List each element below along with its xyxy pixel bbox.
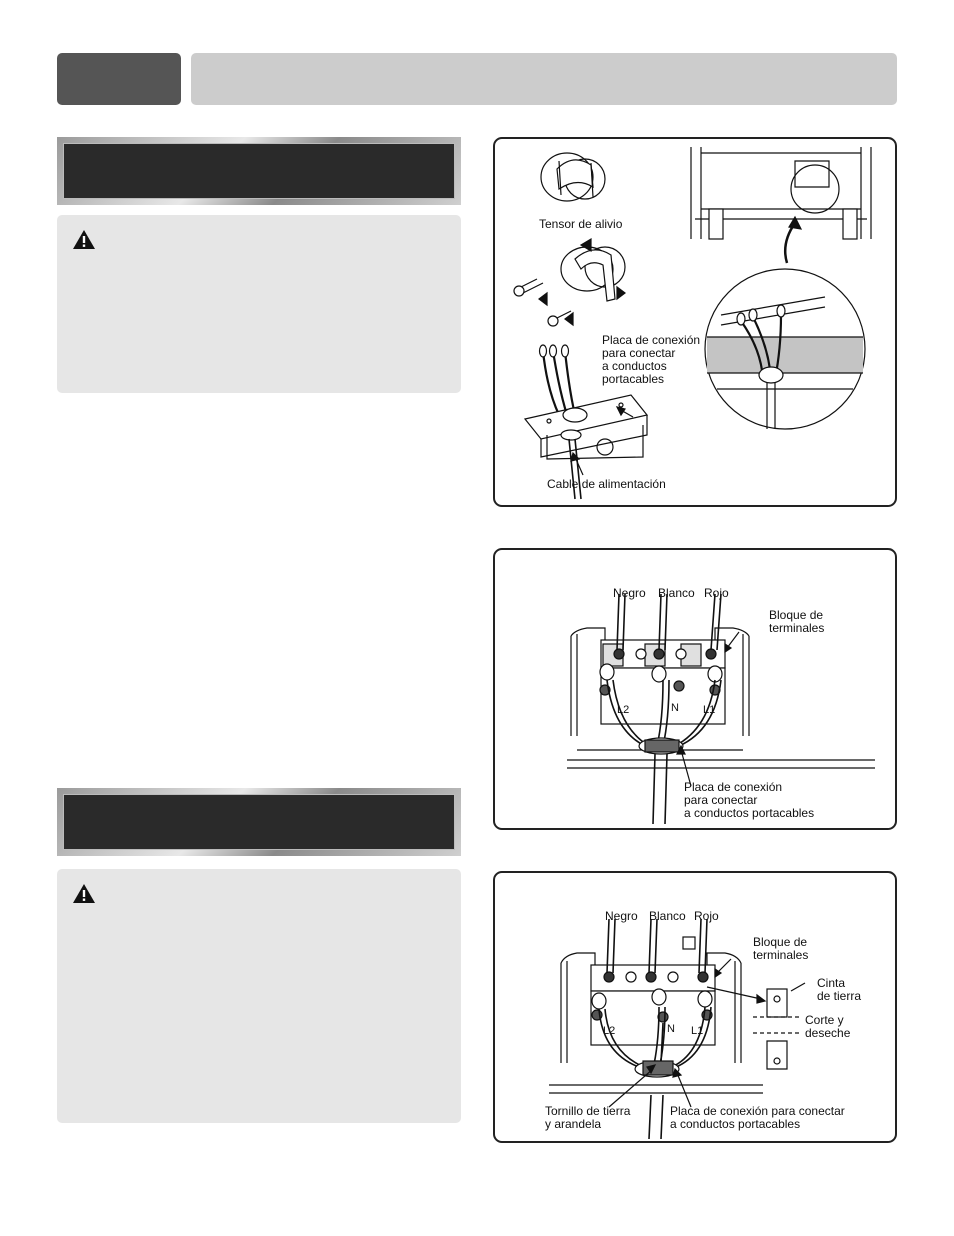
figure-strain-relief-panel: Tensor de alivio Placa de conexión para … [493,137,897,507]
wire-red-label: Rojo [704,586,729,600]
power-cord-label: Cable de alimentación [547,477,666,491]
terminal-block-label-1: Bloque de [753,935,808,949]
terminal-block-label-1: Bloque de [769,608,824,622]
plate-label-line3: a conductos portacables [684,806,815,820]
terminal-l1-label: L1 [703,704,716,716]
four-wire-terminal-illustration [549,918,806,1140]
section-banner-bottom [57,788,461,856]
strain-relief-clamp [540,152,606,202]
ground-screw-label-2: y arandela [545,1117,602,1131]
cut-discard-label-1: Corte y [805,1013,844,1027]
warning-triangle-icon [73,230,95,249]
plate-label-line3: a conductos [602,359,667,373]
plate-label-line2: a conductos portacables [670,1117,801,1131]
terminal-n-label: N [671,702,679,714]
plate-label-line1: Placa de conexión [684,780,783,794]
three-wire-terminal-illustration [567,593,875,825]
plate-label-line4: portacables [602,372,665,386]
section-banner-top [57,137,461,205]
magnified-detail [704,268,866,430]
terminal-n-label: N [667,1023,675,1035]
terminal-l2-label: L2 [617,704,630,716]
wire-black-label: Negro [613,586,646,600]
wire-black-label: Negro [605,909,638,923]
ground-strap-label-1: Cinta [817,976,846,990]
cut-discard-label-2: deseche [805,1026,851,1040]
plate-label-line1: Placa de conexión para conectar [670,1104,845,1118]
plate-label-line1: Placa de conexión [602,333,701,347]
ground-screw-label-1: Tornillo de tierra [545,1104,631,1118]
clamp-exploded [513,237,626,327]
plate-label-line2: para conectar [684,793,758,807]
figure-four-wire-panel: Negro Blanco Rojo Bloque de terminales C… [493,871,897,1143]
strain-relief-label: Tensor de alivio [539,217,623,231]
section-tab [57,53,181,105]
terminal-block-label-2: terminales [769,621,825,635]
wire-white-label: Blanco [658,586,695,600]
warning-box-top [57,215,461,393]
plate-label-line2: para conectar [602,346,676,360]
section-header-bar [191,53,897,105]
warning-box-bottom [57,869,461,1123]
terminal-l1-label: L1 [691,1025,704,1037]
terminal-l2-label: L2 [603,1025,616,1037]
wire-white-label: Blanco [649,909,686,923]
strain-relief-illustration [513,147,872,500]
wire-red-label: Rojo [694,909,719,923]
figure-three-wire-panel: Negro Blanco Rojo Bloque de terminales P… [493,548,897,830]
terminal-block-label-2: terminales [753,948,809,962]
conduit-plate [523,344,649,500]
warning-triangle-icon [73,884,95,903]
range-back-frame [690,147,872,264]
ground-strap-label-2: de tierra [817,989,862,1003]
